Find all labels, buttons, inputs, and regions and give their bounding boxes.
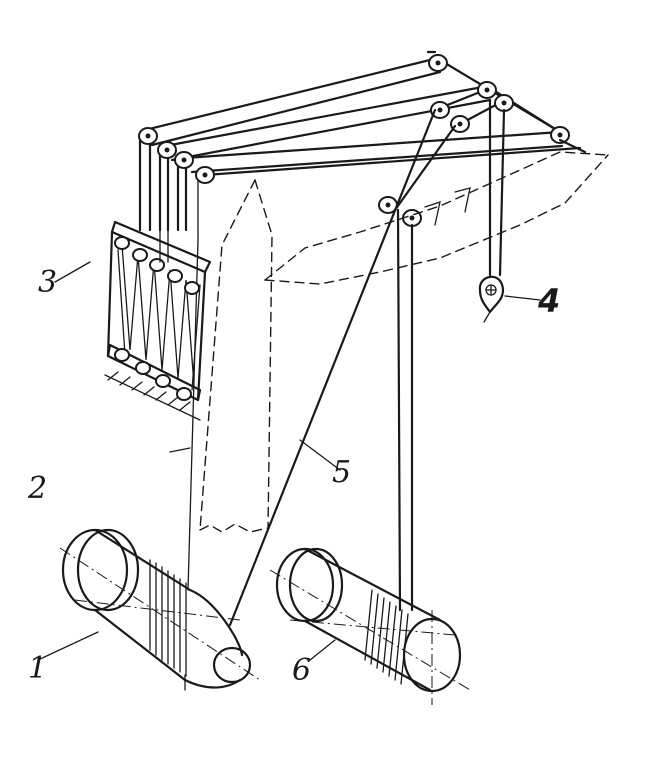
pulley (477, 81, 497, 99)
label-5: 5 (332, 455, 351, 490)
spring-tension-box (104, 220, 212, 421)
thread-5 (228, 108, 437, 627)
hanging-weight (478, 275, 541, 323)
label-4: 4 (537, 282, 560, 320)
pulley (195, 166, 215, 184)
pulley (450, 115, 470, 133)
pulley (167, 269, 183, 283)
overhead-frame (138, 50, 582, 241)
label-6: 6 (292, 653, 311, 688)
thread-lines (187, 98, 587, 627)
pulley (428, 54, 448, 72)
bobbin-6 (269, 547, 471, 705)
label-3: 3 (38, 265, 57, 300)
pulley (494, 94, 514, 112)
overhead-pulleys (138, 54, 570, 227)
pulley (157, 141, 177, 159)
pulley (155, 374, 171, 388)
pulley (132, 248, 148, 262)
pulley (184, 281, 200, 295)
label-2: 2 (27, 471, 47, 506)
pulley (174, 151, 194, 169)
pulley (138, 127, 158, 145)
pulley (550, 126, 570, 144)
pulley (430, 101, 450, 119)
pulley (149, 258, 165, 272)
pulley (135, 361, 151, 375)
pulley (114, 236, 130, 250)
dashed-outlines (199, 151, 609, 533)
label-leaders (37, 261, 341, 661)
label-1: 1 (28, 651, 47, 686)
bobbin-1 (59, 528, 261, 691)
pulley (114, 348, 130, 362)
pulley (176, 387, 192, 401)
